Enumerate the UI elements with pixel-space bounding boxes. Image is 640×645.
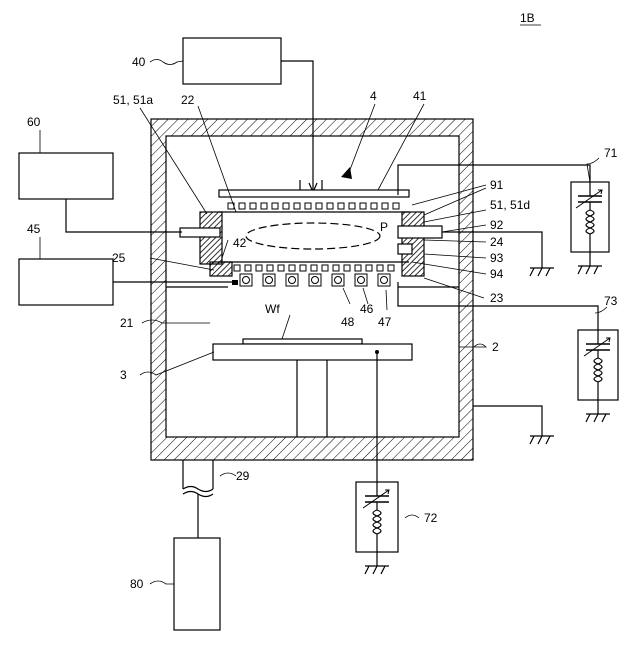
figure-label: 1B xyxy=(520,11,535,25)
box-40 xyxy=(183,38,281,84)
gas-hole xyxy=(261,203,267,209)
gas-hole xyxy=(311,265,317,271)
gas-hole xyxy=(333,265,339,271)
gas-hole xyxy=(344,265,350,271)
gas-hole xyxy=(239,203,245,209)
label-71: 71 xyxy=(604,146,618,160)
exhaust-29 xyxy=(183,460,213,538)
feedthrough-25 xyxy=(232,280,238,285)
label-94: 94 xyxy=(490,267,504,281)
label-P: P xyxy=(380,220,388,234)
box-60 xyxy=(19,153,113,199)
gas-hole xyxy=(272,203,278,209)
gas-hole xyxy=(316,203,322,209)
gas-hole xyxy=(267,265,273,271)
gas-hole xyxy=(355,265,361,271)
gas-hole xyxy=(382,203,388,209)
gas-hole xyxy=(338,203,344,209)
chamber-2 xyxy=(151,119,473,460)
label-25: 25 xyxy=(112,251,126,265)
label-80: 80 xyxy=(130,577,144,591)
label-60: 60 xyxy=(27,115,41,129)
label-51a: 51, 51a xyxy=(113,93,153,107)
gas-hole xyxy=(256,265,262,271)
label-47: 47 xyxy=(378,315,392,329)
rf-circuit-73 xyxy=(578,330,618,422)
coil-element xyxy=(378,274,390,286)
gas-hole xyxy=(245,265,251,271)
gas-hole xyxy=(366,265,372,271)
label-22: 22 xyxy=(181,93,195,107)
label-24: 24 xyxy=(490,235,504,249)
label-72: 72 xyxy=(424,511,438,525)
gas-hole xyxy=(250,203,256,209)
chamber-ground xyxy=(530,436,554,444)
leader-40 xyxy=(150,60,183,65)
ground-92 xyxy=(530,268,554,276)
label-4: 4 xyxy=(370,89,377,103)
label-21: 21 xyxy=(120,316,134,330)
stage-3 xyxy=(213,344,412,360)
coil-row xyxy=(240,274,390,286)
label-92: 92 xyxy=(490,218,504,232)
label-29: 29 xyxy=(236,469,250,483)
label-40: 40 xyxy=(132,55,146,69)
gas-hole xyxy=(283,203,289,209)
label-91: 91 xyxy=(490,178,504,192)
gas-hole xyxy=(377,265,383,271)
box-45 xyxy=(19,259,113,305)
gas-hole xyxy=(360,203,366,209)
chamber-ground-line xyxy=(473,406,542,436)
label-46: 46 xyxy=(360,302,374,316)
gas-hole xyxy=(305,203,311,209)
rf-circuit-72 xyxy=(356,482,398,574)
label-41: 41 xyxy=(413,89,427,103)
coil-element xyxy=(263,274,275,286)
gas-hole xyxy=(393,203,399,209)
gas-hole xyxy=(289,265,295,271)
gas-hole xyxy=(327,203,333,209)
coil-element xyxy=(332,274,344,286)
label-93: 93 xyxy=(490,251,504,265)
label-42: 42 xyxy=(233,236,247,250)
gas-hole xyxy=(300,265,306,271)
label-Wf: Wf xyxy=(265,302,280,316)
gas-hole xyxy=(234,265,240,271)
label-73: 73 xyxy=(604,294,618,308)
gas-hole xyxy=(349,203,355,209)
gas-hole xyxy=(388,265,394,271)
coil-element xyxy=(355,274,367,286)
label-48: 48 xyxy=(341,315,355,329)
label-45: 45 xyxy=(27,222,41,236)
gas-hole xyxy=(294,203,300,209)
label-3: 3 xyxy=(120,368,127,382)
gas-hole xyxy=(322,265,328,271)
gas-hole xyxy=(371,203,377,209)
pump-80 xyxy=(174,538,220,630)
label-23: 23 xyxy=(490,291,504,305)
lower-gas-holes xyxy=(234,265,394,271)
coil-element xyxy=(309,274,321,286)
coil-element xyxy=(240,274,252,286)
label-2: 2 xyxy=(492,340,499,354)
rf-circuit-71 xyxy=(571,182,609,274)
label-51d: 51, 51d xyxy=(490,198,530,212)
gas-hole xyxy=(278,265,284,271)
coil-element xyxy=(286,274,298,286)
wafer-Wf xyxy=(243,339,362,344)
